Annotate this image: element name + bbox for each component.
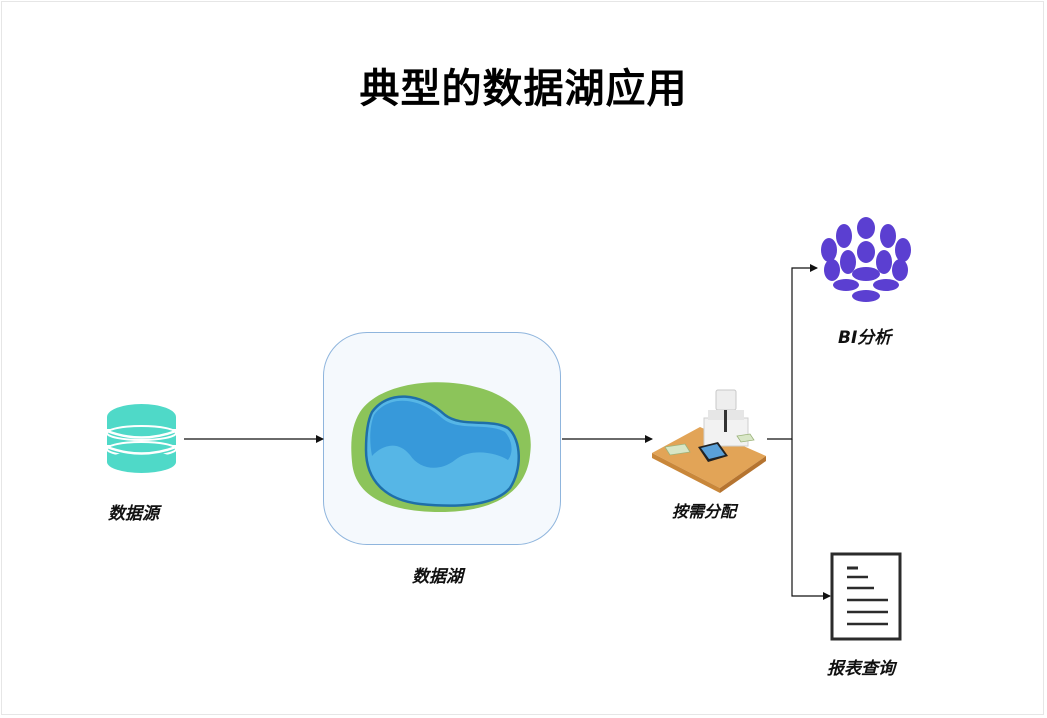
diagram-title: 典型的数据湖应用 (359, 66, 688, 112)
distribute-label: 按需分配 (672, 502, 737, 521)
connectors (184, 264, 831, 600)
edge-distribute-to-report (791, 439, 831, 600)
cube-icon (821, 217, 911, 302)
edge-distribute-to-bi (767, 264, 818, 440)
database-icon (106, 404, 177, 473)
data-lake-label: 数据湖 (412, 567, 463, 587)
bi-analysis-label: BI分析 (838, 328, 892, 348)
report-query-label: 报表查询 (827, 659, 895, 679)
source-label: 数据源 (108, 504, 159, 524)
lake-icon (351, 382, 531, 512)
person-desk-icon (652, 389, 766, 493)
document-icon (830, 552, 902, 641)
